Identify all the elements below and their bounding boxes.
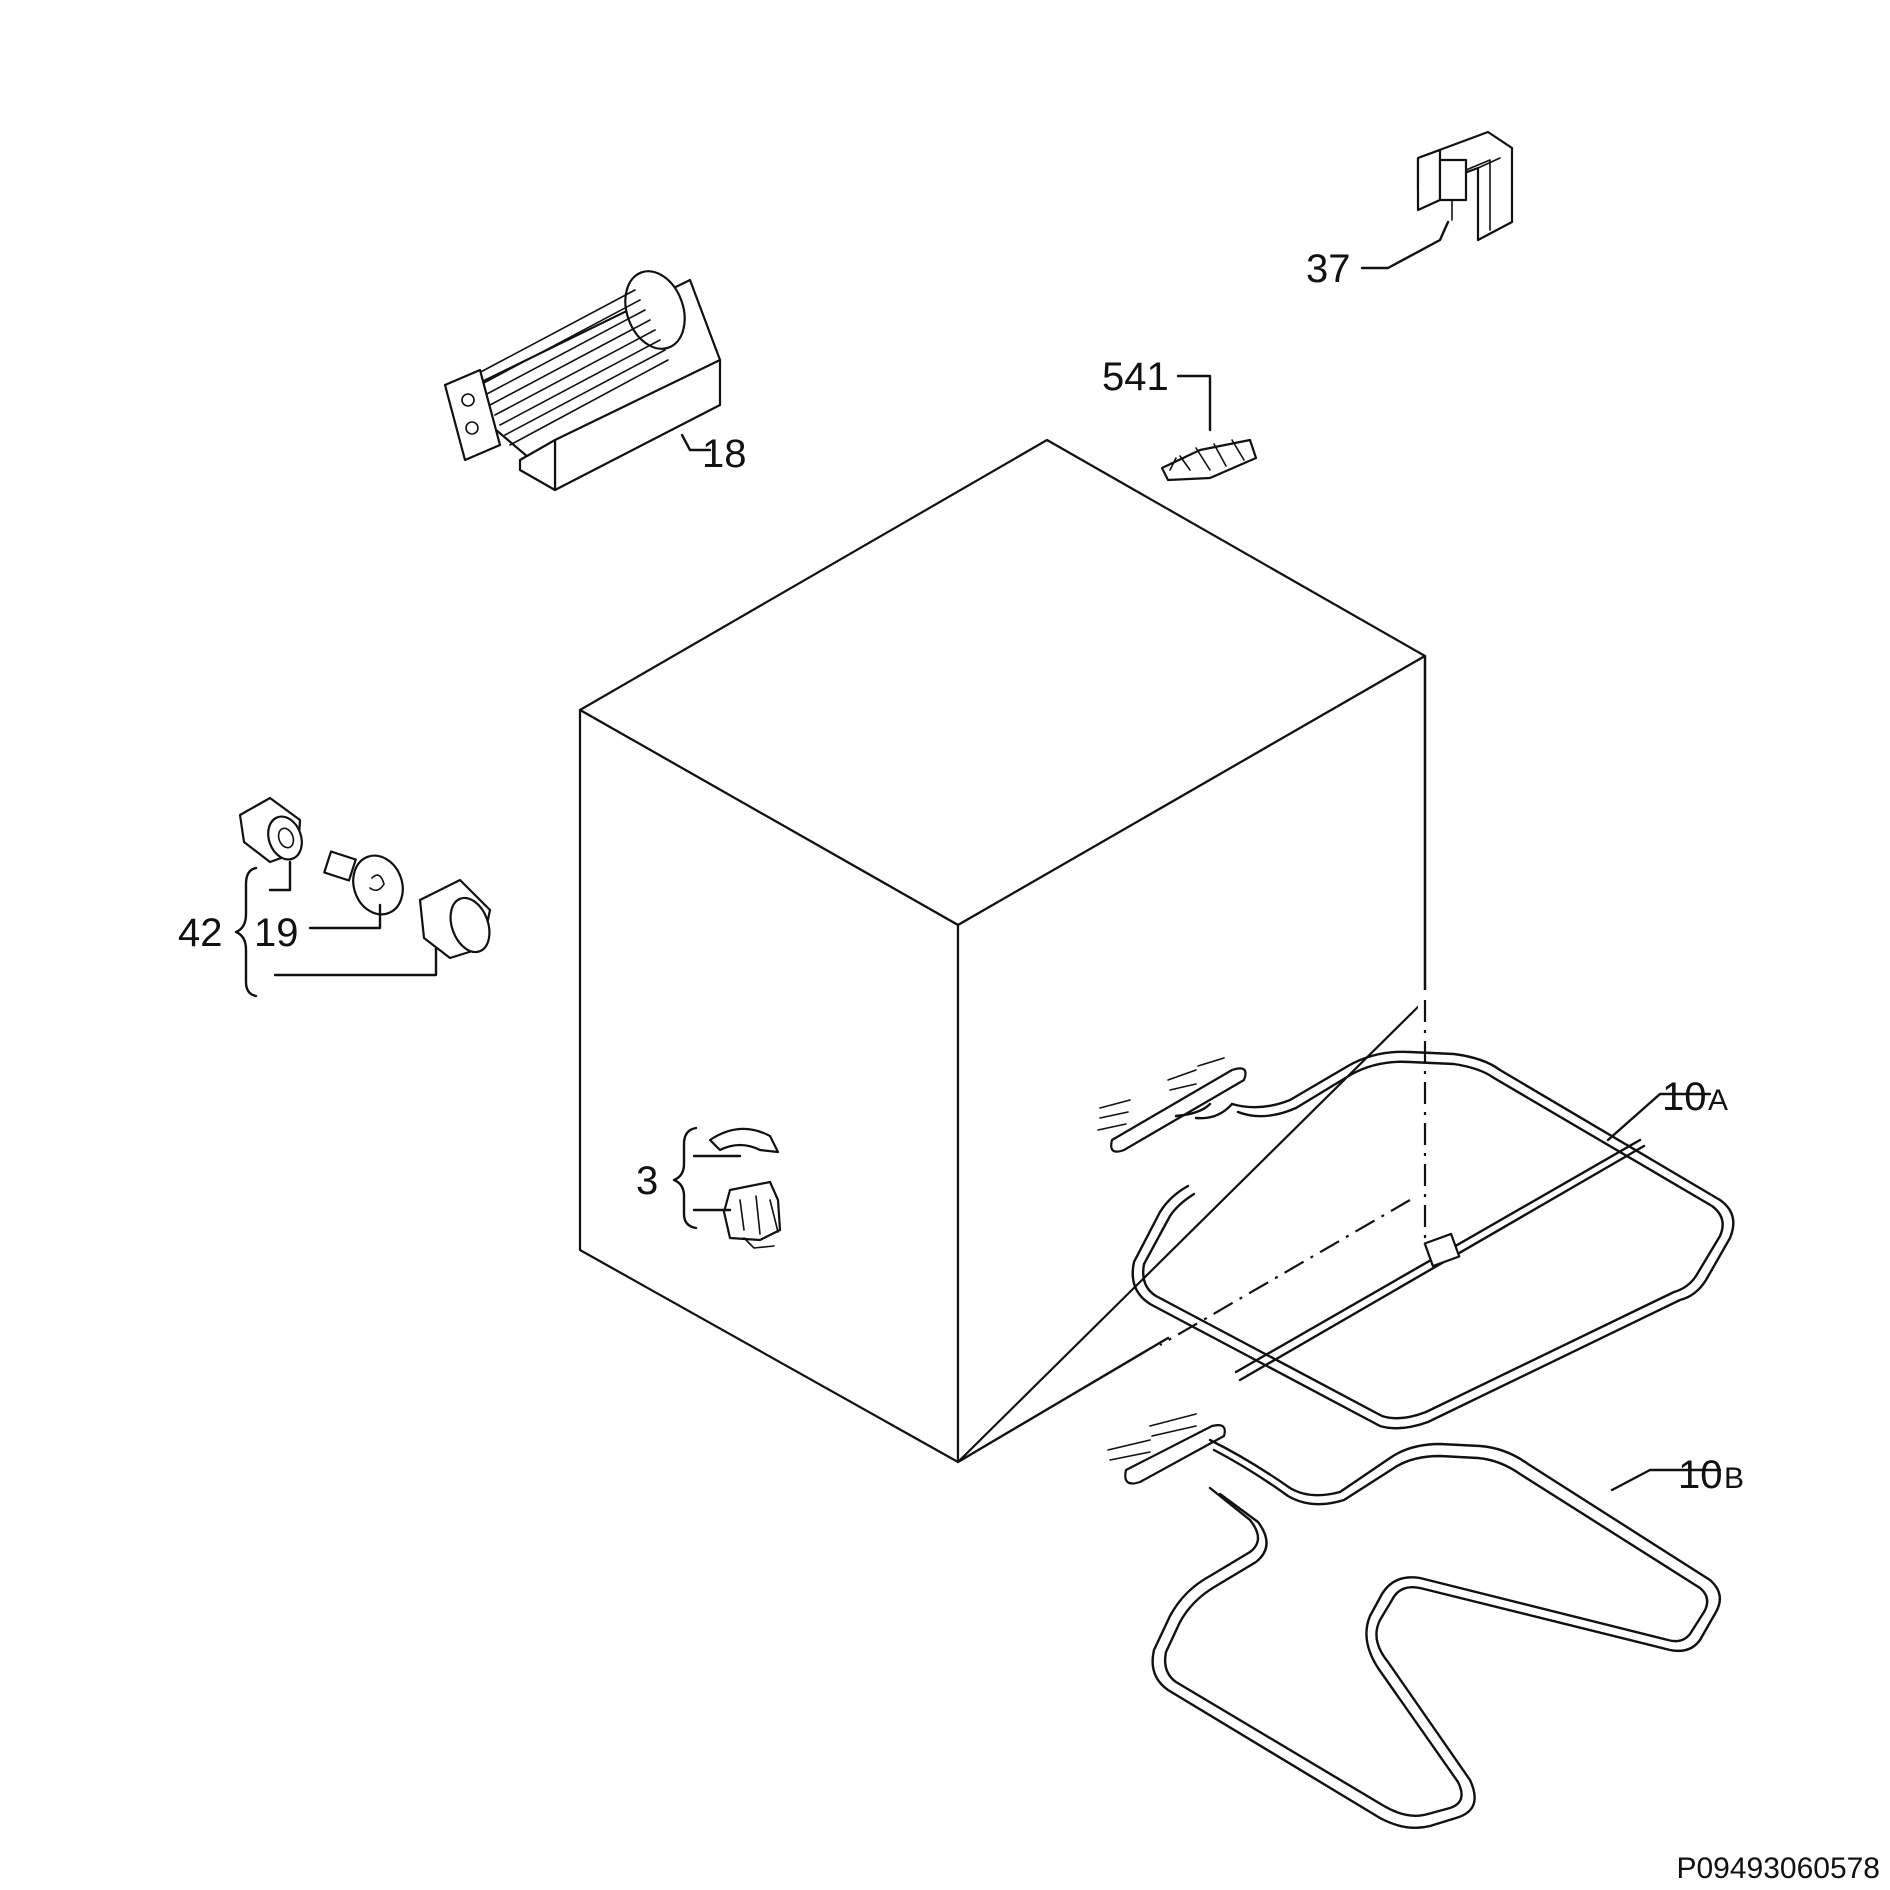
part-3-sensor-clip: 3 [636, 1126, 782, 1249]
fan-callout: 18 [702, 432, 747, 476]
cavity-hidden-floor [1159, 1199, 1411, 1346]
lamp-group-callout: 42 [178, 911, 223, 955]
part-541-clip: 541 [1102, 355, 1258, 482]
bottom-heater-leader-line [1610, 1468, 1722, 1492]
lamp-group-brace [234, 866, 258, 998]
part-37-bracket: 37 [1306, 130, 1514, 291]
bottom-heater-loop-outer [1151, 1438, 1722, 1829]
clip-callout: 541 [1102, 355, 1169, 399]
bracket-callout: 37 [1306, 247, 1351, 291]
cover-leader-line [273, 946, 438, 977]
sensor-callout: 3 [636, 1159, 658, 1203]
part-10B-bottom-heater: 10 B [1107, 1413, 1744, 1829]
bottom-heater-loop-inner [1163, 1448, 1709, 1817]
top-heater-callout-num: 10 [1662, 1075, 1707, 1119]
part-42-lamp-assembly: 42 19 [178, 796, 492, 998]
top-heater-leader-line [1606, 1092, 1712, 1142]
bracket-leader-line [1360, 220, 1450, 270]
lamp-bulb-19 [323, 850, 404, 916]
bottom-heater-callout-num: 10 [1678, 1453, 1723, 1497]
top-heater-loop-inner [1142, 1060, 1724, 1420]
lamp-holder [238, 796, 303, 864]
clip-leader-line [1176, 374, 1212, 432]
part-18-cooling-fan: 18 [443, 270, 747, 492]
holder-leader-line [268, 860, 292, 892]
oven-cavity [578, 438, 1434, 1464]
drawing-code: P09493060578 [1676, 1852, 1880, 1885]
lamp-glass-cover [418, 878, 492, 960]
sensor-group-brace [672, 1126, 698, 1230]
fan-leader-line [680, 433, 712, 452]
bottom-heater-callout-suffix: B [1724, 1462, 1744, 1495]
bulb-leader-line [308, 903, 382, 930]
top-heater-bracket [1423, 1232, 1461, 1268]
part-10A-top-heater: 10 A [1097, 1050, 1735, 1430]
top-heater-loop-outer [1131, 1050, 1735, 1430]
lamp-bulb-callout: 19 [254, 911, 299, 955]
top-heater-callout-suffix: A [1708, 1084, 1728, 1117]
